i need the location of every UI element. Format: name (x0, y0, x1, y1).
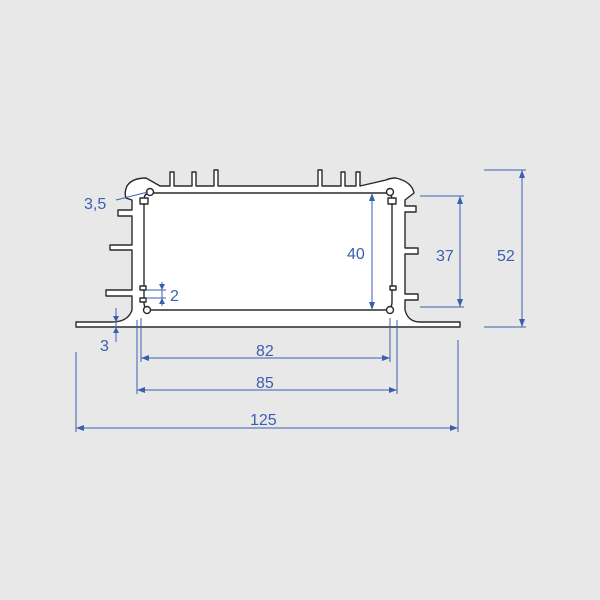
screw-channel-top-right (385, 187, 395, 197)
arrow (113, 316, 119, 322)
arrow (159, 298, 165, 304)
arrow (113, 327, 119, 333)
dim-label-flange-thickness: 3 (100, 338, 109, 355)
screw-channel-bottom-left (142, 305, 152, 315)
arrow (519, 319, 525, 327)
inner-rib (387, 197, 397, 205)
arrow (450, 425, 458, 431)
arrow (382, 355, 390, 361)
dim-label-inner-width: 82 (256, 343, 274, 360)
dim-label-overall-height: 52 (497, 248, 515, 265)
dim-label-overall-width: 125 (250, 412, 277, 429)
arrow (369, 193, 375, 201)
dim-3-5-leader (115, 191, 149, 201)
dimension-lines (75, 169, 526, 432)
inner-rib (139, 285, 147, 291)
arrow (457, 196, 463, 204)
dim-label-inner-height: 37 (436, 248, 454, 265)
dim-label-corner-radius: 3,5 (84, 196, 106, 213)
dim-label-outer-height: 40 (347, 246, 365, 263)
screw-channel-bottom-right (385, 305, 395, 315)
arrow (141, 355, 149, 361)
arrow (389, 387, 397, 393)
inner-rib (389, 285, 397, 291)
arrow (457, 299, 463, 307)
arrow (159, 284, 165, 290)
arrow (369, 302, 375, 310)
dim-label-outer-width: 85 (256, 375, 274, 392)
dimension-arrows (76, 170, 525, 431)
inner-rib (139, 297, 147, 303)
arrow (76, 425, 84, 431)
aluminium-profile (75, 169, 461, 328)
arrow (137, 387, 145, 393)
arrow (519, 170, 525, 178)
inner-rib (139, 197, 149, 205)
dim-label-fin-gap: 2 (170, 288, 179, 305)
